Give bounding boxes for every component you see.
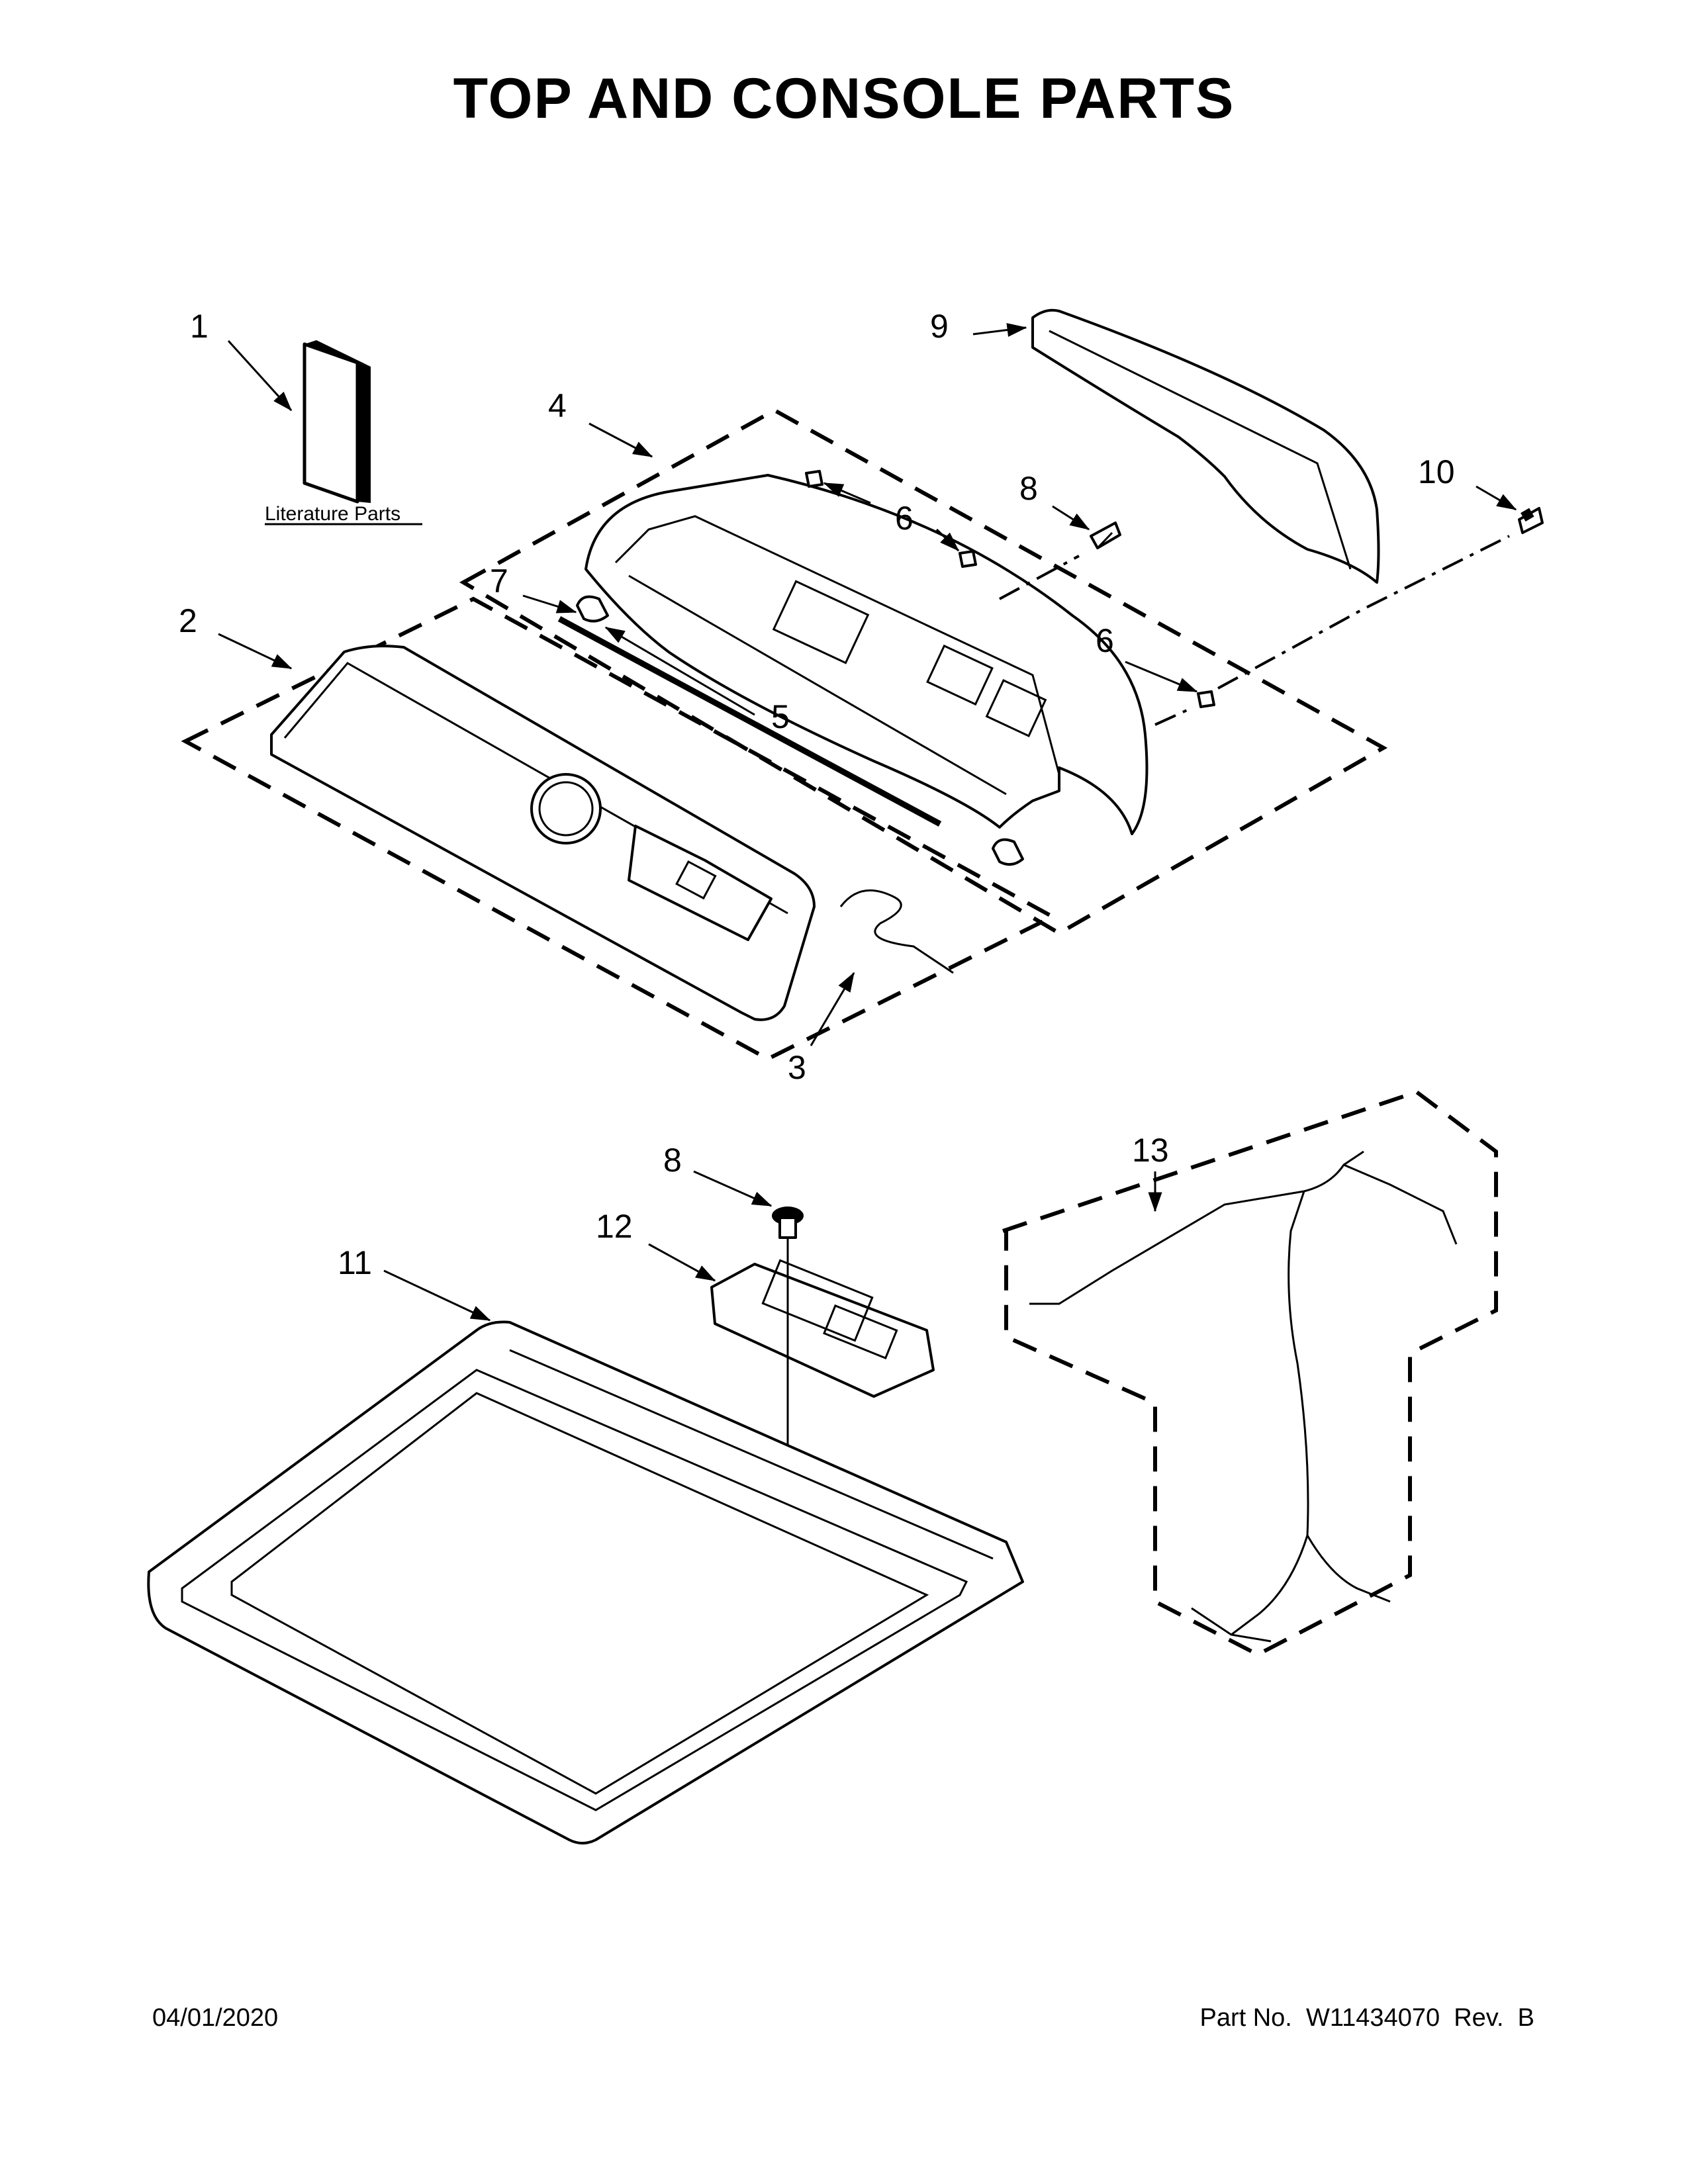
- console-rear-trim-part: [1031, 308, 1380, 584]
- clip-part-6b: [959, 550, 977, 568]
- callout-7: 7: [490, 563, 508, 600]
- callout-2: 2: [179, 602, 197, 639]
- callout-13: 13: [1132, 1132, 1169, 1169]
- screw-part-8a: [1090, 522, 1121, 549]
- callout-6-upper: 6: [895, 500, 914, 537]
- clip-part-6a: [805, 470, 823, 488]
- leader-10: [1476, 485, 1517, 511]
- control-board-part: [710, 1259, 935, 1398]
- console-panel-part: [270, 645, 816, 1021]
- leader-6b: [935, 528, 960, 552]
- footer-date: 04/01/2020: [152, 2004, 279, 2032]
- callout-10: 10: [1418, 453, 1455, 490]
- callout-1: 1: [190, 308, 209, 345]
- leader-9: [972, 323, 1027, 337]
- callout-8-upper: 8: [1019, 470, 1038, 507]
- leader-2: [218, 633, 293, 670]
- callout-12: 12: [596, 1208, 633, 1245]
- leader-11: [383, 1269, 491, 1322]
- leader-5: [604, 626, 755, 716]
- leader-3: [810, 972, 855, 1046]
- leader-8a: [1052, 505, 1090, 531]
- screw-assembly-line-8a: [999, 555, 1080, 600]
- console-rear-housing-part: [585, 474, 1149, 835]
- console-clip-part-7b: [992, 838, 1024, 866]
- footer-part-number: Part No. W11434070 Rev. B: [1199, 2004, 1534, 2032]
- leader-6c: [1125, 660, 1198, 693]
- callout-5: 5: [771, 698, 790, 735]
- clip-assembly-line-6b: [1154, 707, 1192, 726]
- leader-6a: [823, 482, 871, 504]
- leader-4: [588, 422, 653, 458]
- screw-part-8b: [772, 1206, 804, 1446]
- callout-6-lower: 6: [1096, 622, 1114, 659]
- console-rear-group-outline: [459, 408, 1388, 936]
- callout-3: 3: [788, 1049, 806, 1086]
- leader-7: [522, 594, 577, 614]
- callout-8-lower: 8: [663, 1142, 682, 1179]
- literature-booklet-part: [303, 340, 371, 504]
- wire-harness-part: [1029, 1150, 1458, 1643]
- screw-part-10: [1518, 507, 1544, 534]
- page-title: TOP AND CONSOLE PARTS: [453, 67, 1235, 130]
- clip-part-6c: [1197, 690, 1215, 708]
- leader-1: [227, 340, 293, 412]
- leader-12: [648, 1243, 716, 1282]
- console-clip-part-7a: [576, 595, 609, 623]
- console-trim-strip-part: [557, 616, 942, 827]
- console-wire-part: [839, 889, 954, 974]
- literature-parts-label: Literature Parts: [265, 503, 400, 525]
- callout-9: 9: [930, 308, 949, 345]
- leader-8b: [693, 1170, 773, 1207]
- callout-4: 4: [548, 387, 567, 424]
- screw-assembly-line-10: [1217, 535, 1510, 690]
- top-panel-part: [147, 1320, 1024, 1844]
- callout-11: 11: [338, 1244, 372, 1281]
- harness-group-outline: [1002, 1089, 1498, 1657]
